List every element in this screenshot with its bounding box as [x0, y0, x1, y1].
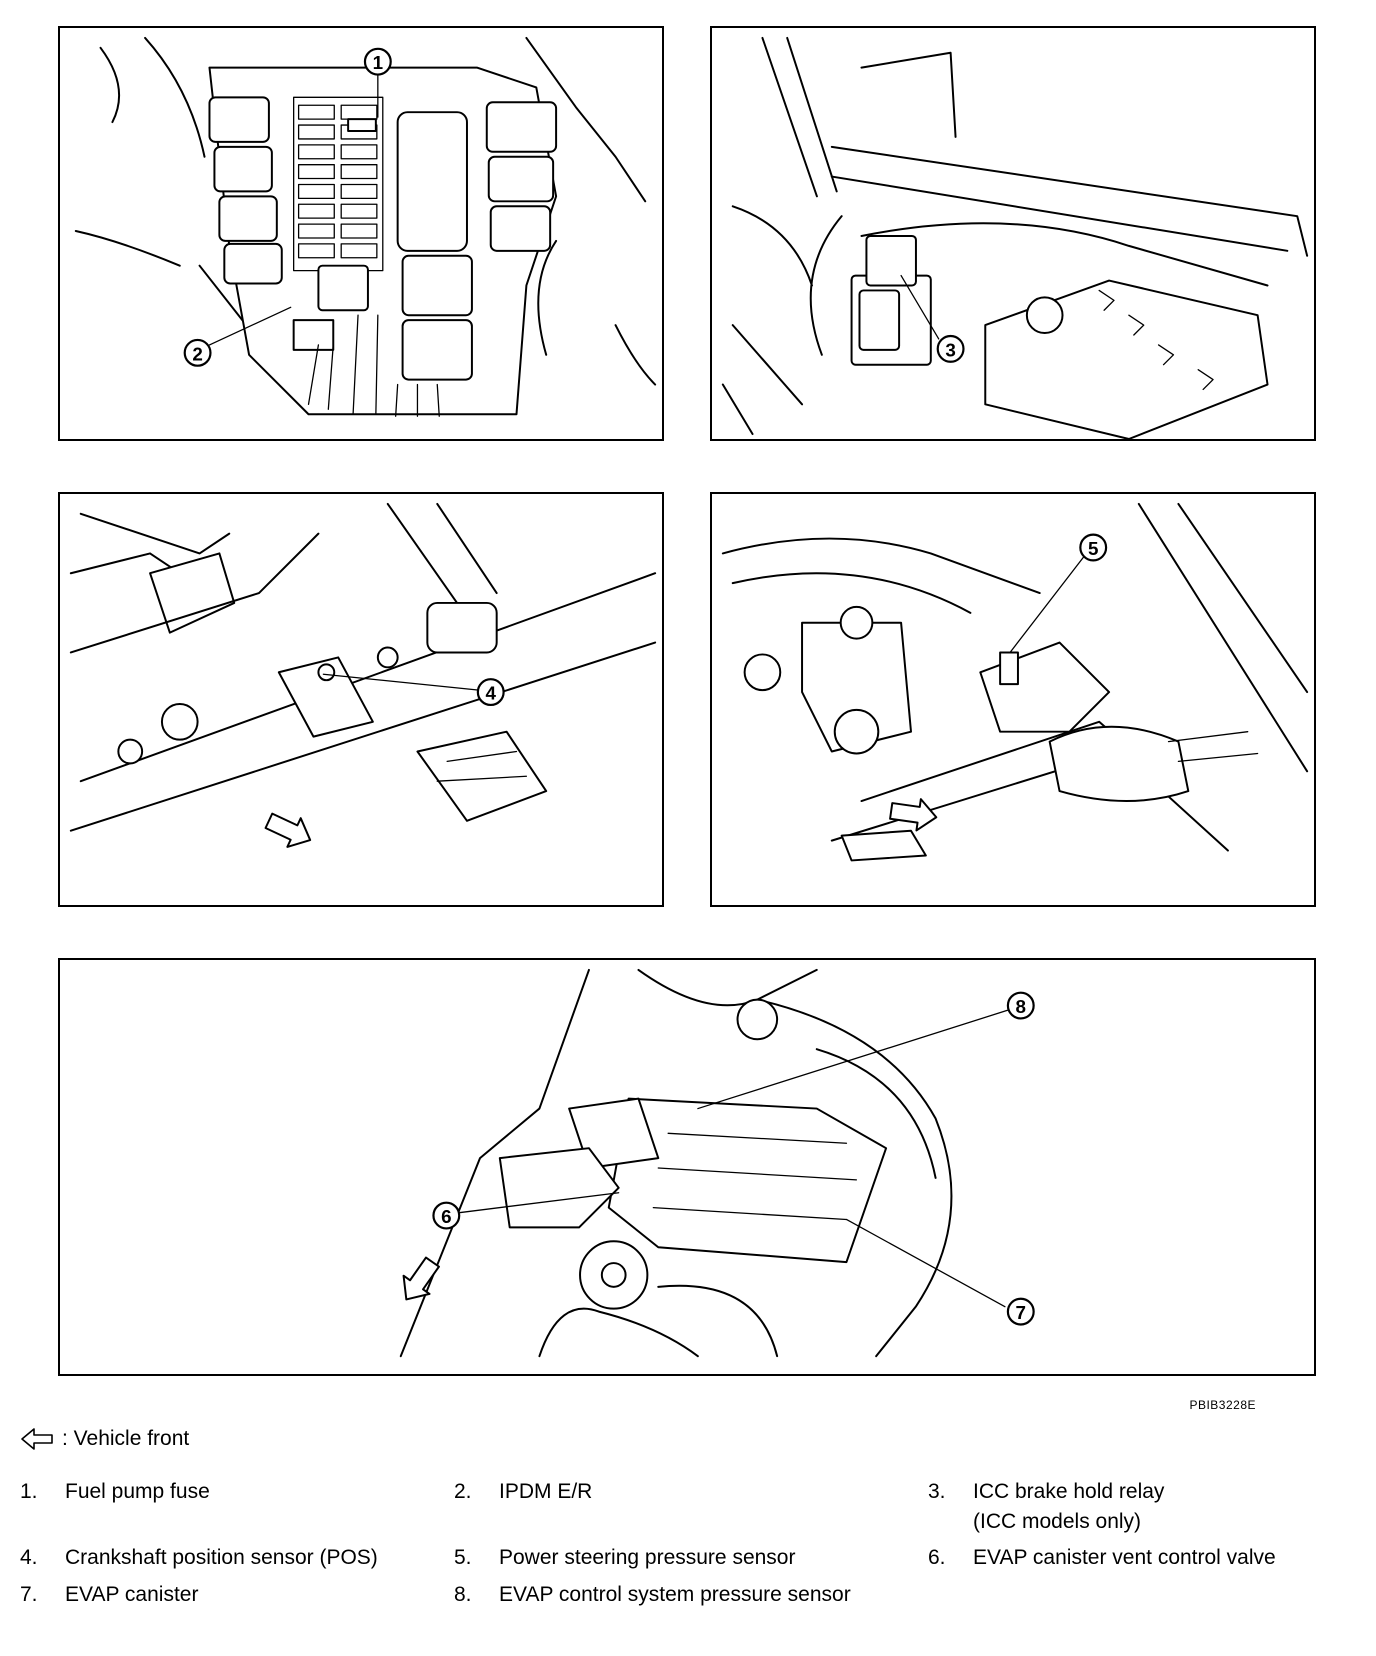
- legend-num: 8.: [454, 1583, 472, 1606]
- legend-text: Crankshaft position sensor (POS): [65, 1546, 378, 1569]
- svg-text:7: 7: [1016, 1302, 1026, 1323]
- figure-code: PBIB3228E: [1189, 1398, 1256, 1412]
- crankshaft-sensor-illustration: 4: [69, 502, 657, 848]
- ps-sensor-illustration: 5: [721, 502, 1309, 862]
- legend-num: 2.: [454, 1480, 472, 1503]
- icc-relay-illustration: 3: [721, 36, 1309, 439]
- legend-num: 1.: [20, 1480, 38, 1503]
- ps-pressure-sensor-body: [999, 651, 1019, 686]
- svg-text:5: 5: [1088, 538, 1098, 559]
- callout-4: 4: [476, 678, 505, 707]
- legend-text-note: (ICC models only): [973, 1510, 1142, 1533]
- evap-canister-body: [607, 1097, 888, 1264]
- svg-text:3: 3: [945, 339, 955, 360]
- legend-num: 4.: [20, 1546, 38, 1569]
- panel-ipdm: 1 2: [58, 26, 664, 441]
- legend-text: EVAP canister: [65, 1583, 199, 1606]
- legend-text: ICC brake hold relay: [973, 1480, 1165, 1503]
- panel-crankshaft-sensor: 4: [58, 492, 664, 907]
- vehicle-front-arrow-icon: [889, 798, 938, 832]
- panel-ps-sensor: 5: [710, 492, 1316, 907]
- legend-num: 7.: [20, 1583, 38, 1606]
- vehicle-front-arrow-icon: [21, 1428, 53, 1450]
- ipdm-illustration: 1 2: [74, 36, 657, 417]
- fuel-pump-fuse-highlight: [347, 118, 377, 132]
- legend-text: EVAP control system pressure sensor: [499, 1583, 851, 1606]
- legend-text: IPDM E/R: [499, 1480, 593, 1503]
- evap-canister-illustration: 8 6 7: [399, 968, 1035, 1358]
- vehicle-front-label: : Vehicle front: [62, 1427, 190, 1450]
- svg-text:6: 6: [441, 1206, 451, 1227]
- legend-num: 3.: [928, 1480, 946, 1503]
- legend-text: Fuel pump fuse: [65, 1480, 210, 1503]
- crankshaft-sensor-body: [277, 656, 374, 738]
- callout-7: 7: [1006, 1297, 1035, 1326]
- legend-num: 6.: [928, 1546, 946, 1569]
- callout-3: 3: [936, 334, 965, 363]
- callout-2: 2: [183, 338, 212, 367]
- svg-text:4: 4: [486, 683, 497, 704]
- panel-evap-canister: 8 6 7: [58, 958, 1316, 1376]
- vehicle-front-arrow-icon: [402, 1256, 440, 1301]
- vehicle-front-legend: : Vehicle front: [20, 1427, 189, 1451]
- callout-1: 1: [363, 47, 392, 76]
- svg-text:1: 1: [373, 52, 383, 73]
- legend-text: Power steering pressure sensor: [499, 1546, 796, 1569]
- callout-6: 6: [432, 1201, 461, 1230]
- svg-text:8: 8: [1016, 996, 1026, 1017]
- svg-text:2: 2: [192, 343, 202, 364]
- callout-5: 5: [1079, 533, 1108, 562]
- vehicle-front-arrow-icon: [264, 812, 312, 848]
- callout-8: 8: [1006, 991, 1035, 1020]
- legend-text: EVAP canister vent control valve: [973, 1546, 1276, 1569]
- legend-num: 5.: [454, 1546, 472, 1569]
- panel-icc-relay: 3: [710, 26, 1316, 441]
